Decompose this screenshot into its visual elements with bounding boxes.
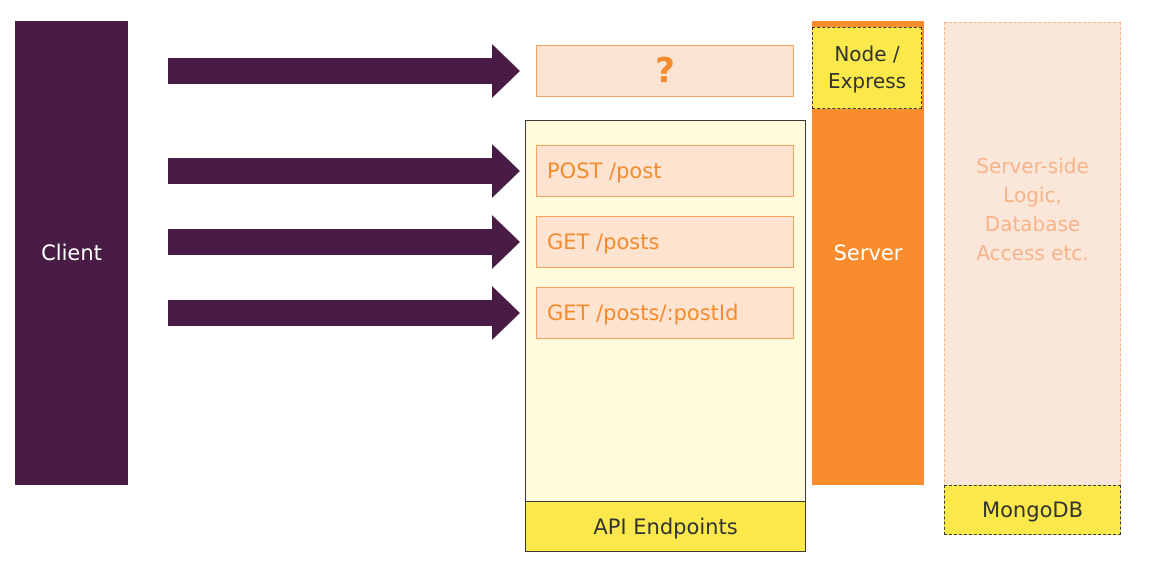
logic-line-3: Database (984, 211, 1081, 236)
mongodb-label: MongoDB (981, 498, 1084, 522)
endpoint-post-post: POST /post (536, 145, 794, 197)
node-label: Node / (834, 42, 900, 66)
request-arrow-unknown (168, 44, 520, 98)
endpoint-get-post-by-id: GET /posts/:postId (536, 287, 794, 339)
server-logic-panel: Server-side Logic, Database Access etc. (944, 22, 1121, 487)
client-box: Client (15, 21, 128, 485)
endpoint-label: GET /posts/:postId (547, 301, 739, 325)
express-label: Express (827, 69, 907, 93)
endpoint-label: POST /post (547, 159, 662, 183)
logic-line-1: Server-side (976, 153, 1089, 178)
request-arrow-post (168, 144, 520, 198)
server-label: Server (833, 241, 903, 265)
endpoint-label: GET /posts (547, 230, 660, 254)
question-mark: ? (655, 51, 675, 91)
client-label: Client (41, 241, 102, 265)
api-endpoints-text: API Endpoints (593, 514, 738, 539)
logic-line-2: Logic, (1003, 182, 1062, 207)
api-endpoints-label: API Endpoints (525, 501, 806, 552)
node-express-box: Node / Express (812, 27, 922, 109)
logic-line-4: Access etc. (976, 240, 1089, 265)
unknown-endpoint-box: ? (536, 45, 794, 97)
endpoint-get-posts: GET /posts (536, 216, 794, 268)
mongodb-box: MongoDB (944, 485, 1121, 535)
request-arrow-get-post (168, 286, 520, 340)
request-arrow-get-posts (168, 215, 520, 269)
